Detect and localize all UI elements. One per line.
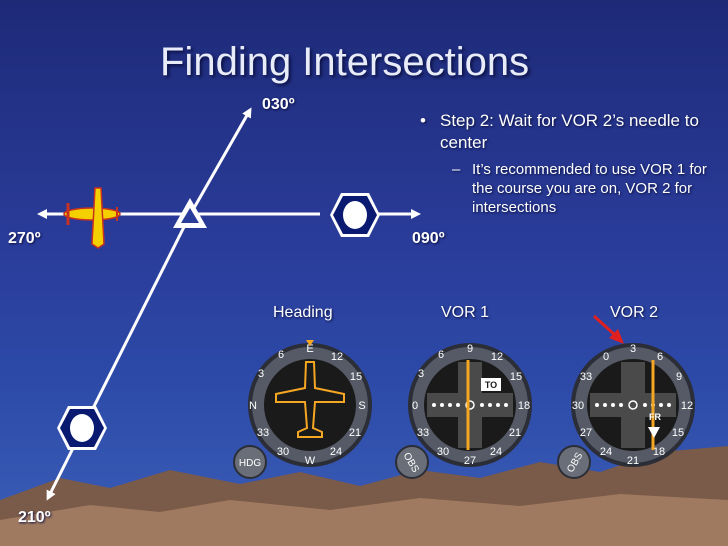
vor2-obs-knob[interactable]: OBS <box>557 445 591 479</box>
vor2-mark-33: 33 <box>580 371 592 383</box>
vor1-mark-30: 30 <box>437 446 449 458</box>
vor1-cdi-dots <box>432 400 508 410</box>
vor2-mark-15: 15 <box>672 427 684 439</box>
heading-mark-w: W <box>305 455 316 467</box>
vor1-mark-9: 9 <box>467 343 473 355</box>
hdg-knob-label: HDG <box>239 458 261 469</box>
vor1-scale: 0 3 6 9 12 15 18 21 24 27 30 33 <box>412 343 530 467</box>
heading-indicator: N 3 6 E 12 15 S 21 24 W 30 33 HDG <box>233 340 372 479</box>
heading-mark-33: 33 <box>257 427 269 439</box>
heading-mark-30: 30 <box>277 446 289 458</box>
radial-210-line <box>46 214 192 501</box>
vor2-mark-30: 30 <box>572 400 584 412</box>
foothills <box>0 494 728 546</box>
vor1-flag-label: TO <box>485 380 497 390</box>
heading-mark-3: 3 <box>258 368 264 380</box>
vor1-mark-24: 24 <box>490 446 502 458</box>
heading-index-icon <box>306 340 314 346</box>
course-090-label: 090º <box>412 230 445 247</box>
vor2-mark-12: 12 <box>681 400 693 412</box>
vor2-mark-3: 3 <box>630 343 636 355</box>
vor3-station-icon <box>57 406 107 450</box>
vor1-mark-27: 27 <box>464 455 476 467</box>
bullet-sub: It’s recommended to use VOR 1 for the co… <box>420 160 720 217</box>
vor2-label: VOR 2 <box>610 304 659 321</box>
course-210-label: 210º <box>18 509 51 526</box>
vor1-mark-18: 18 <box>518 400 530 412</box>
vor1-mark-33: 33 <box>417 427 429 439</box>
vor2-mark-24: 24 <box>600 446 612 458</box>
heading-airplane-icon <box>275 361 345 438</box>
vor1-mark-21: 21 <box>509 427 521 439</box>
vor1-flag <box>481 378 501 391</box>
vor2-scale: 3 6 9 12 15 18 21 24 27 30 33 0 <box>572 343 693 467</box>
bullet-list: Step 2: Wait for VOR 2’s needle to cente… <box>420 110 720 217</box>
radial-030-line <box>188 107 252 216</box>
slide-title: Finding Intersections <box>160 40 530 84</box>
vor1-mark-15: 15 <box>510 371 522 383</box>
aircraft-icon <box>63 187 121 249</box>
heading-scale: N 3 6 E 12 15 S 21 24 W 30 33 <box>249 343 366 467</box>
heading-mark-15: 15 <box>350 371 362 383</box>
course-030-label: 030º <box>262 96 295 113</box>
vor2-mark-21: 21 <box>627 455 639 467</box>
heading-mark-12: 12 <box>331 351 343 363</box>
heading-mark-e: E <box>306 343 313 355</box>
vor2-flag-label: FR <box>649 412 661 422</box>
heading-mark-21: 21 <box>349 427 361 439</box>
vor2-mark-0: 0 <box>603 351 609 363</box>
vor2-mark-9: 9 <box>676 371 682 383</box>
heading-mark-n: N <box>249 400 257 412</box>
pointer-arrow-icon <box>592 314 624 344</box>
vor1-mark-3: 3 <box>418 368 424 380</box>
vor1-station-icon <box>173 198 207 228</box>
bullet-main: Step 2: Wait for VOR 2’s needle to cente… <box>420 110 720 154</box>
course-270-label: 270º <box>8 230 41 247</box>
heading-mark-6: 6 <box>278 349 284 361</box>
heading-label: Heading <box>273 304 333 321</box>
vor2-mark-27: 27 <box>580 427 592 439</box>
vor1-indicator: 0 3 6 9 12 15 18 21 24 27 30 33 TO OBS <box>395 343 532 479</box>
vor1-mark-6: 6 <box>438 349 444 361</box>
hdg-knob[interactable]: HDG <box>233 445 267 479</box>
vor1-label: VOR 1 <box>441 304 490 321</box>
vor2-indicator: 3 6 9 12 15 18 21 24 27 30 33 0 FR OBS <box>557 343 695 479</box>
vor2-station-icon <box>330 193 380 237</box>
heading-mark-24: 24 <box>330 446 342 458</box>
heading-mark-s: S <box>358 400 365 412</box>
vor2-mark-18: 18 <box>653 446 665 458</box>
vor1-obs-knob[interactable]: OBS <box>395 445 429 479</box>
vor1-mark-12: 12 <box>491 351 503 363</box>
vor2-cdi-dots <box>595 400 671 410</box>
vor2-flag-icon <box>648 427 660 438</box>
vor2-mark-6: 6 <box>657 351 663 363</box>
vor1-mark-0: 0 <box>412 400 418 412</box>
